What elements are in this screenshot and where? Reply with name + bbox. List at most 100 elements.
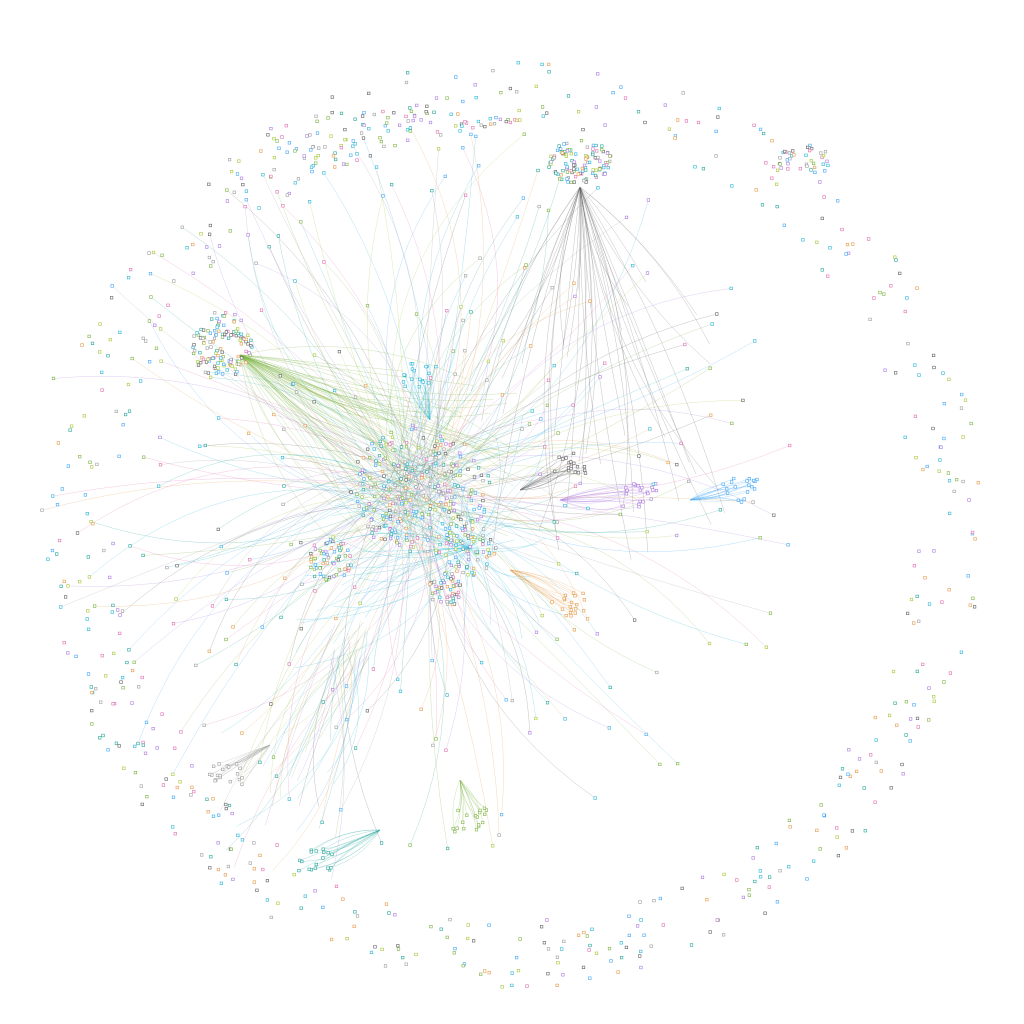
cluster-node xyxy=(360,468,365,472)
cluster-node xyxy=(473,535,477,539)
isolated-node xyxy=(160,712,164,716)
cluster-node xyxy=(238,338,242,343)
isolated-node xyxy=(129,267,133,272)
isolated-node xyxy=(211,814,216,818)
isolated-node xyxy=(835,835,839,839)
graph-edge xyxy=(394,320,464,470)
satellite-node xyxy=(203,443,207,448)
satellite-node xyxy=(51,494,55,498)
isolated-node xyxy=(582,930,586,935)
graph-edge xyxy=(335,487,445,619)
fan-node xyxy=(721,482,725,486)
cluster-node xyxy=(604,163,609,167)
isolated-node xyxy=(349,153,353,157)
cluster-node xyxy=(318,548,322,553)
graph-edge xyxy=(239,354,464,485)
satellite-node xyxy=(631,263,635,268)
cluster-node xyxy=(821,162,825,166)
graph-edge xyxy=(689,478,734,501)
isolated-node xyxy=(941,371,945,375)
cluster-node xyxy=(202,328,206,332)
cluster-node xyxy=(437,535,441,539)
graph-edge xyxy=(689,480,748,501)
fan-node xyxy=(326,866,330,870)
cluster-node xyxy=(312,574,317,579)
satellite-node xyxy=(312,400,316,404)
satellite-node xyxy=(271,755,276,759)
isolated-node xyxy=(353,142,357,146)
graph-edge xyxy=(416,479,761,552)
satellite-node xyxy=(430,658,434,663)
isolated-node xyxy=(127,275,131,280)
cluster-node xyxy=(381,517,386,521)
cluster-node xyxy=(405,538,409,542)
satellite-node xyxy=(575,571,579,576)
cluster-node xyxy=(479,473,484,477)
graph-edge xyxy=(443,512,710,644)
cluster-node xyxy=(479,514,483,519)
isolated-node xyxy=(86,672,91,676)
cluster-node xyxy=(786,162,790,166)
satellite-node xyxy=(365,303,370,308)
cluster-node xyxy=(445,584,450,589)
cluster-node xyxy=(584,168,588,172)
graph-edge xyxy=(452,779,461,832)
isolated-node xyxy=(406,138,410,142)
isolated-node xyxy=(445,935,449,939)
isolated-node xyxy=(845,243,850,247)
cluster-node xyxy=(396,519,400,524)
cluster-node xyxy=(471,539,476,544)
graph-edge xyxy=(249,472,411,560)
cluster-node xyxy=(823,169,827,173)
cluster-node xyxy=(439,586,444,590)
graph-edge xyxy=(239,346,467,380)
graph-edge xyxy=(323,829,381,850)
isolated-node xyxy=(432,110,436,114)
isolated-node xyxy=(904,733,908,737)
cluster-node xyxy=(447,526,452,530)
isolated-node xyxy=(479,972,483,976)
graph-edge xyxy=(469,466,544,549)
graph-edge xyxy=(291,658,366,778)
cluster-node xyxy=(569,169,573,173)
cluster-node xyxy=(485,562,489,566)
graph-edge xyxy=(463,547,471,632)
graph-edge xyxy=(365,385,417,468)
satellite-node xyxy=(461,146,465,150)
cluster-node xyxy=(225,368,229,372)
satellite-node xyxy=(504,698,508,702)
isolated-node xyxy=(355,152,359,156)
isolated-node xyxy=(308,133,312,137)
isolated-node xyxy=(474,96,478,100)
satellite-node xyxy=(281,502,285,507)
isolated-node xyxy=(86,609,90,613)
graph-edge xyxy=(225,649,335,851)
isolated-node xyxy=(237,159,241,163)
cluster-node xyxy=(206,329,210,333)
isolated-node xyxy=(178,780,182,784)
satellite-node xyxy=(463,349,467,353)
cluster-node xyxy=(826,163,830,168)
cluster-node xyxy=(554,171,558,175)
isolated-node xyxy=(959,406,964,410)
fan-node xyxy=(568,605,572,609)
isolated-node xyxy=(191,242,195,247)
isolated-node xyxy=(705,897,709,902)
graph-edge xyxy=(394,199,649,507)
isolated-node xyxy=(970,530,975,534)
isolated-node xyxy=(190,785,194,789)
isolated-node xyxy=(714,154,718,158)
satellite-node xyxy=(128,544,132,548)
cluster-node xyxy=(386,495,390,499)
cluster-node xyxy=(576,172,580,176)
isolated-node xyxy=(771,165,776,169)
graph-edge xyxy=(262,174,439,481)
cluster-node xyxy=(224,330,229,334)
isolated-node xyxy=(106,748,110,752)
isolated-node xyxy=(603,123,607,127)
cluster-node xyxy=(448,506,452,510)
isolated-node xyxy=(386,129,390,133)
cluster-node xyxy=(791,149,795,153)
cluster-node xyxy=(477,506,481,510)
isolated-node xyxy=(272,137,276,141)
